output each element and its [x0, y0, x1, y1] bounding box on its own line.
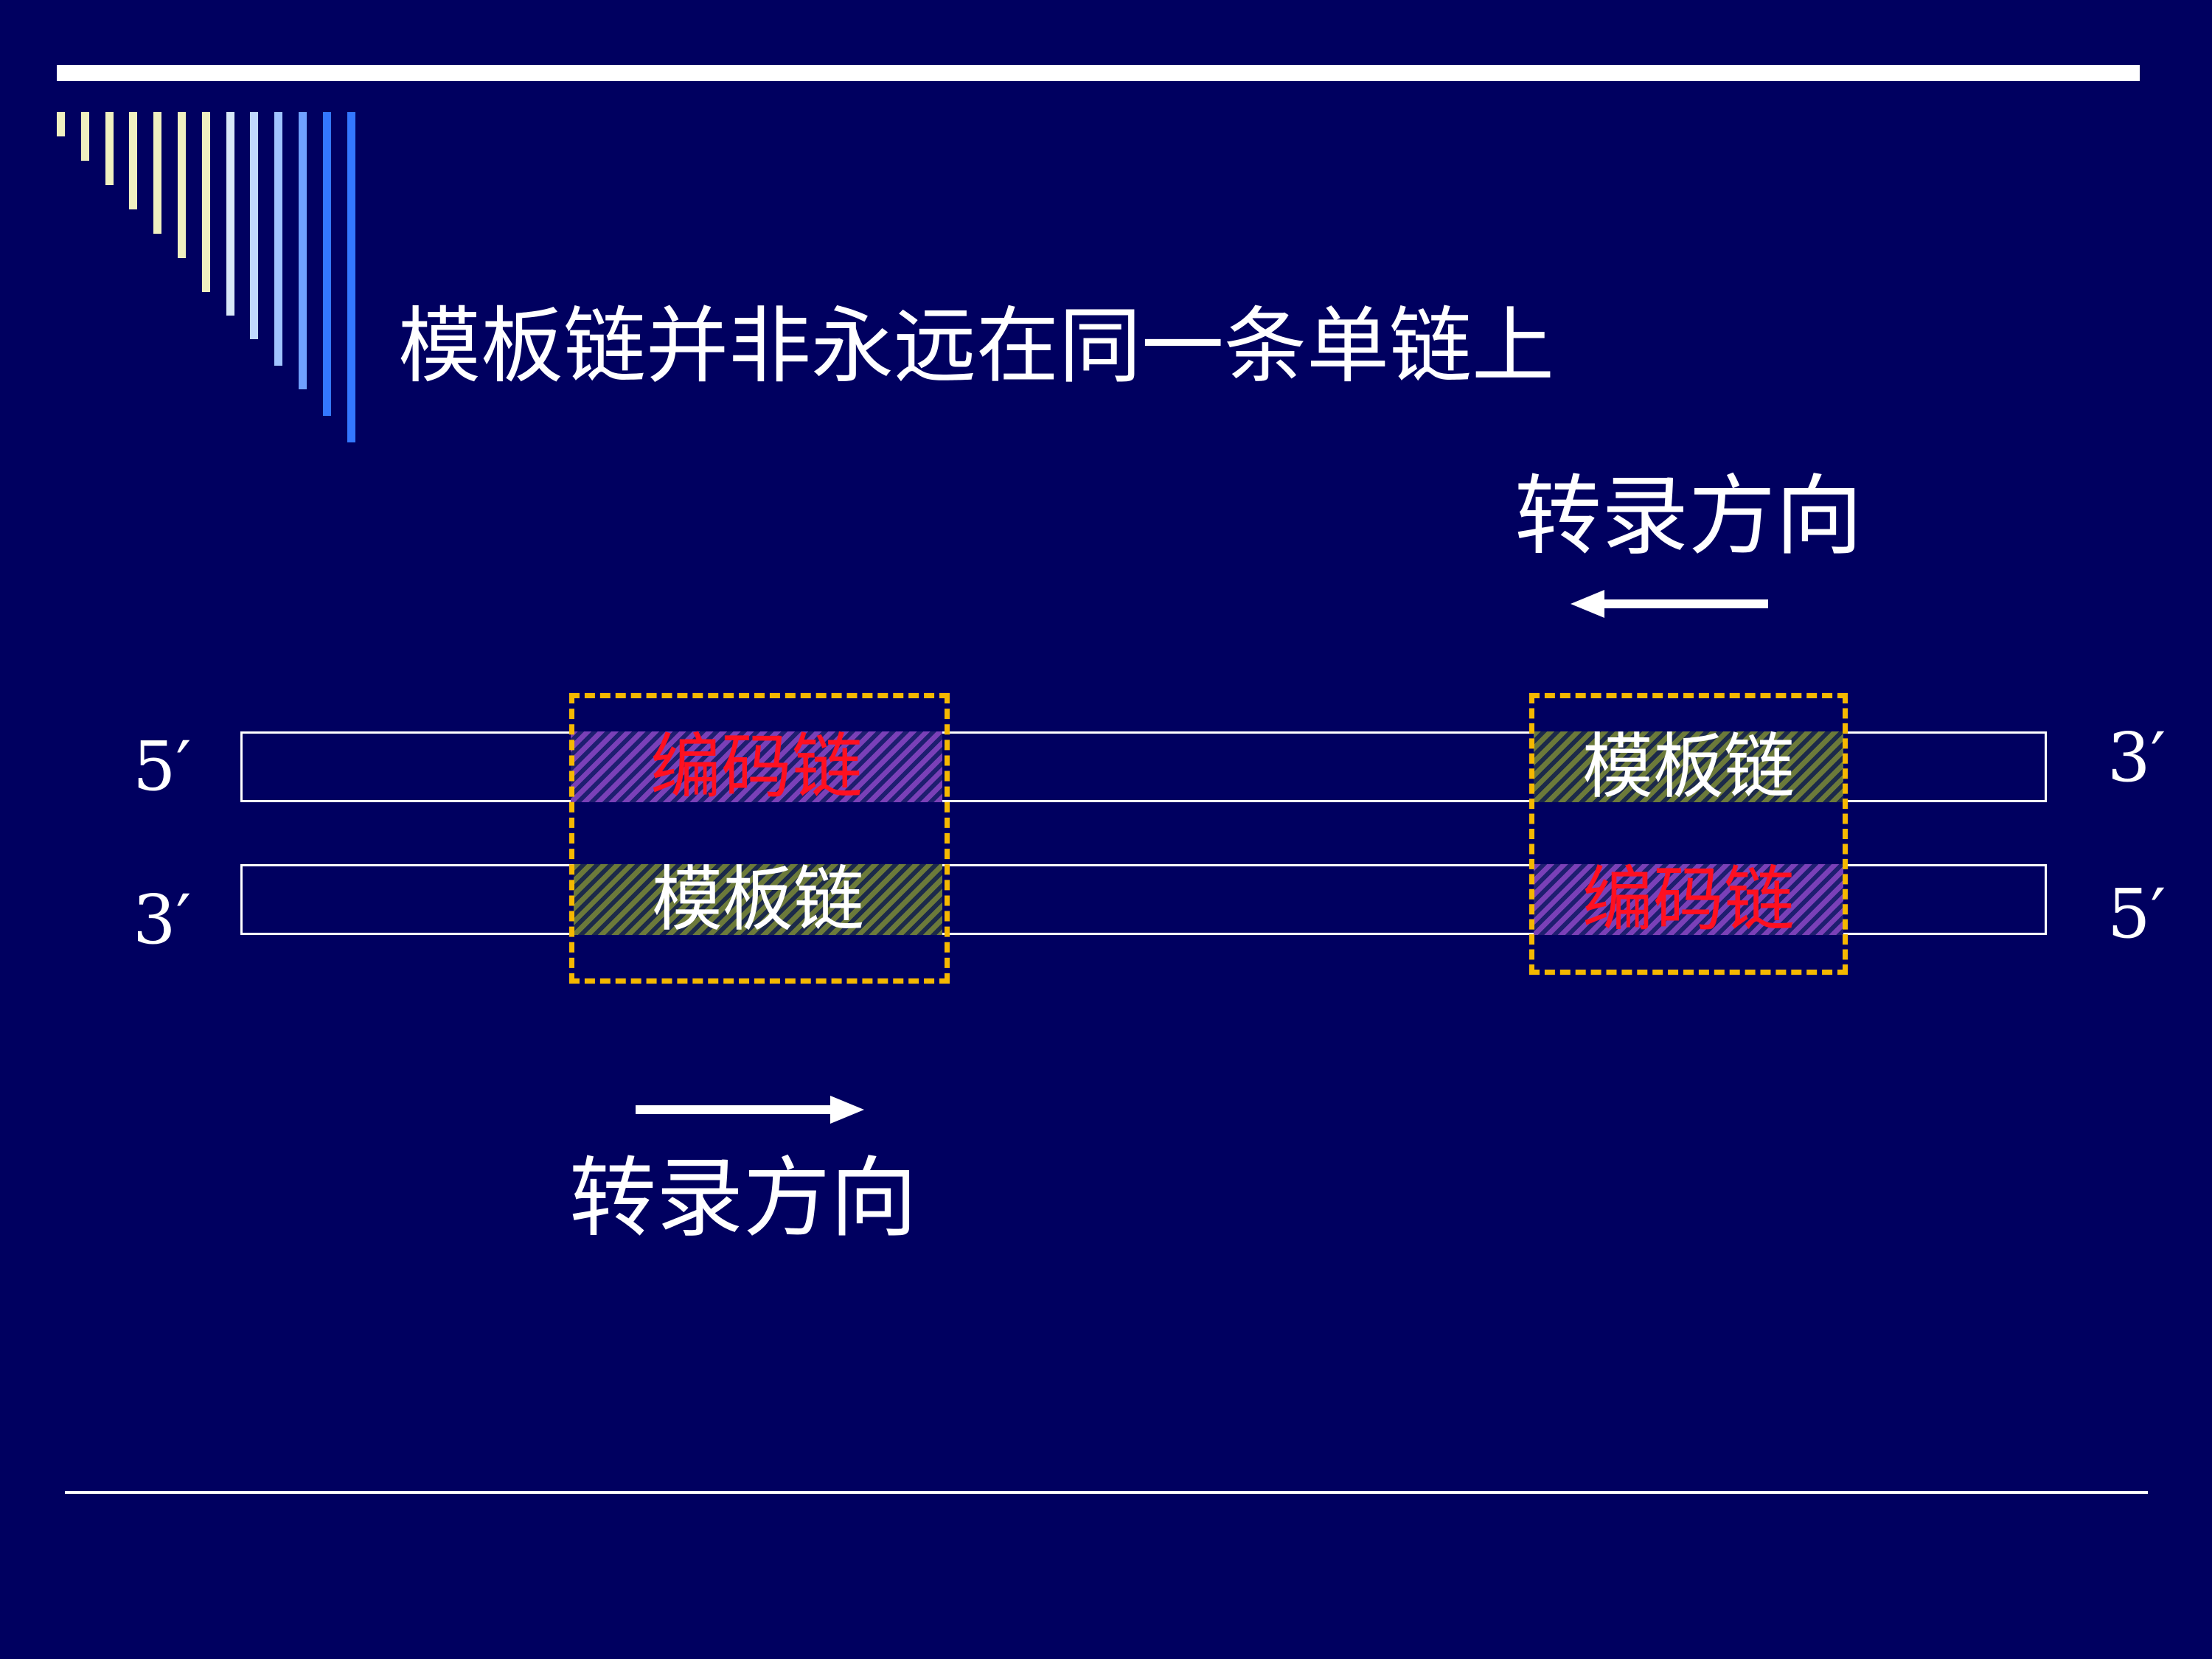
- left-dashed-box: [569, 693, 950, 984]
- decorative-bar: [57, 112, 65, 136]
- top-right-template-segment: 模板链: [1534, 731, 1843, 802]
- top-rule: [57, 65, 2140, 81]
- right-dashed-box: [1529, 693, 1848, 975]
- decorative-bar: [81, 112, 89, 161]
- bottom-rule: [65, 1491, 2148, 1494]
- decorative-bar: [178, 112, 186, 258]
- decorative-bar: [202, 112, 210, 292]
- left-arrow-icon: [1571, 590, 1768, 618]
- decorative-bar: [226, 112, 234, 316]
- decorative-bar: [153, 112, 161, 234]
- decorative-bar: [250, 112, 258, 339]
- right-arrow-icon: [636, 1096, 864, 1124]
- top-strand-left-end: 5′: [133, 727, 192, 806]
- decorative-bar: [299, 112, 307, 389]
- slide-title: 模板链并非永远在同一条单链上: [398, 299, 1554, 394]
- decorative-bar: [105, 112, 114, 185]
- bottom-left-template-segment: 模板链: [574, 864, 942, 935]
- bottom-strand-right-end: 5′: [2107, 874, 2166, 953]
- top-strand: [240, 731, 2047, 802]
- top-direction-label: 转录方向: [1514, 465, 1863, 567]
- bottom-right-coding-segment: 编码链: [1534, 864, 1843, 935]
- bottom-strand-left-end: 3′: [133, 880, 192, 959]
- decorative-bar: [129, 112, 137, 209]
- decorative-bar: [347, 112, 355, 442]
- bottom-direction-label: 转录方向: [568, 1147, 917, 1249]
- top-left-coding-segment: 编码链: [571, 731, 942, 802]
- decorative-bar: [274, 112, 282, 366]
- decorative-bar: [323, 112, 331, 416]
- bottom-strand: [240, 864, 2047, 935]
- top-strand-right-end: 3′: [2107, 718, 2166, 797]
